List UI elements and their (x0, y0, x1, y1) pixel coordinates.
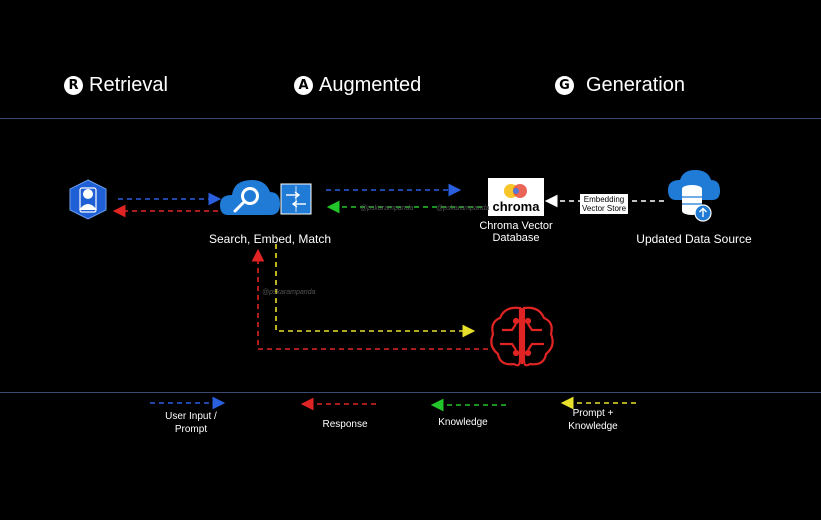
legend-arrows (150, 396, 636, 412)
watermark: @pskarampanda (262, 289, 316, 296)
legend-user-input-line1: User Input / (165, 411, 217, 422)
chroma-label-line2: Database (492, 232, 540, 244)
embedding-vector-store-tag: Embedding Vector Store (580, 194, 629, 214)
embedding-tag-line2: Vector Store (582, 204, 627, 213)
phase-retrieval: R Retrieval (64, 74, 168, 97)
legend-knowledge-line1: Knowledge (438, 417, 488, 428)
legend-knowledge: Knowledge (418, 416, 508, 429)
watermark: @pskarampanda (360, 205, 414, 212)
phase-retrieval-badge: R (64, 76, 83, 95)
bottom-divider (0, 392, 821, 393)
top-divider (0, 118, 821, 119)
phase-augmented: A Augmented (294, 74, 421, 97)
phase-generation-badge: G (555, 76, 574, 95)
legend-prompt-knowledge: Prompt + Knowledge (548, 407, 638, 433)
arrow-llm-to-search (251, 248, 488, 350)
chroma-label: Chroma Vector Database (470, 220, 562, 244)
phase-retrieval-title: Retrieval (89, 74, 168, 96)
embedding-tag-line1: Embedding (583, 195, 625, 204)
chroma-logo-text: chroma (492, 199, 540, 214)
legend-user-input: User Input / Prompt (146, 410, 236, 436)
brain-circuit-icon (490, 306, 554, 367)
user-icon (69, 179, 107, 220)
database-cloud-icon (668, 170, 720, 222)
phase-generation-title: Generation (586, 74, 685, 96)
phase-generation: G Generation (555, 74, 685, 97)
embed-box-icon (280, 183, 312, 215)
legend-response: Response (300, 418, 390, 431)
search-cloud-icon (220, 180, 280, 215)
legend-prompt-knowledge-line2: Knowledge (568, 421, 618, 432)
legend-prompt-knowledge-line1: Prompt + (572, 408, 614, 419)
phase-augmented-badge: A (294, 76, 313, 95)
chroma-label-line1: Chroma Vector (479, 220, 553, 232)
legend-response-line1: Response (322, 419, 368, 430)
chroma-logo (488, 178, 544, 216)
arrow-search-to-llm (275, 244, 476, 338)
phase-augmented-title: Augmented (319, 74, 422, 96)
datasource-label: Updated Data Source (636, 232, 752, 246)
watermark: @pskarampanda (436, 205, 490, 212)
legend-user-input-line2: Prompt (174, 424, 208, 435)
search-label: Search, Embed, Match (208, 232, 332, 246)
